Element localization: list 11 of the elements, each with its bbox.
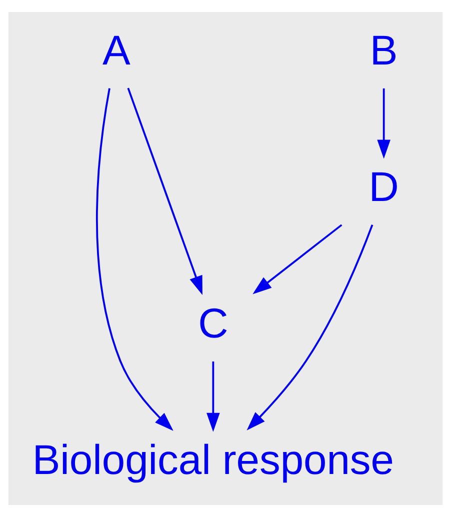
- node-text: A: [102, 26, 130, 74]
- arrow: [377, 88, 390, 159]
- node-text: B: [370, 26, 398, 74]
- node-text: C: [198, 299, 228, 346]
- node-text: Biological response: [32, 436, 394, 483]
- node-text: D: [368, 162, 399, 210]
- arrow: [96, 88, 174, 431]
- arrow: [206, 361, 220, 432]
- arrow: [246, 224, 374, 430]
- arrow: [252, 224, 342, 294]
- arrow: [127, 88, 202, 295]
